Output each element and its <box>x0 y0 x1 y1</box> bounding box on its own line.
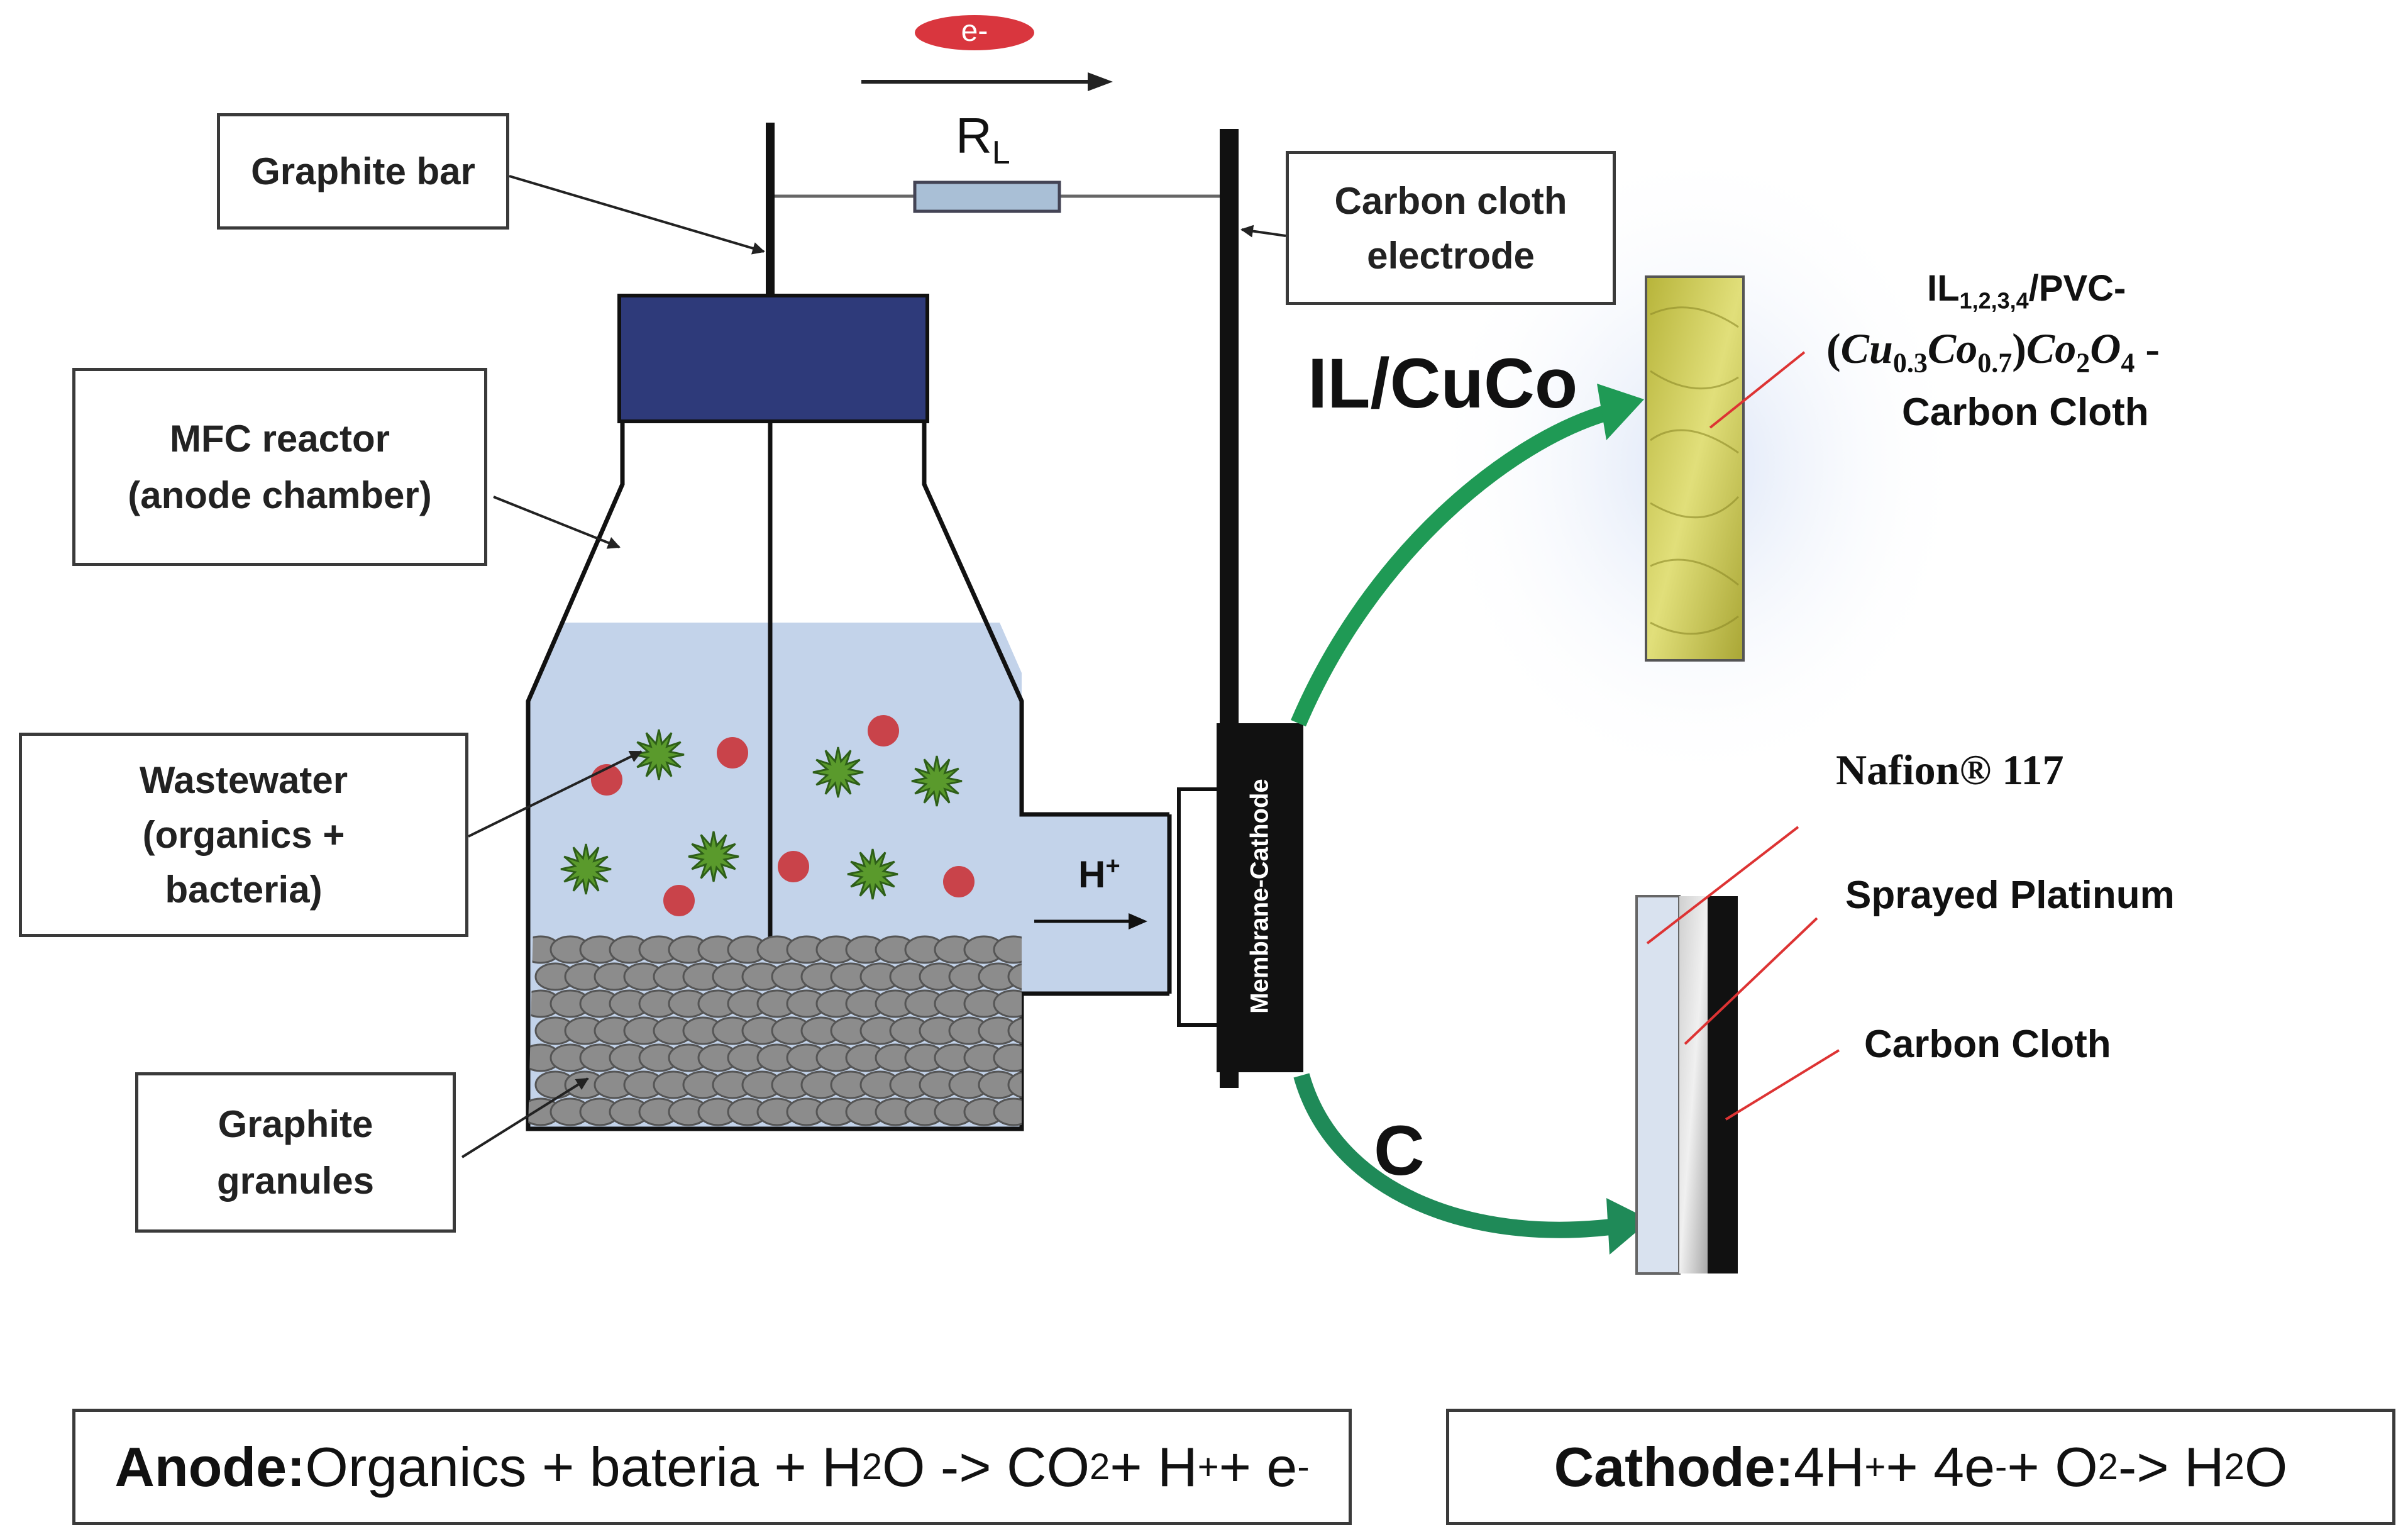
platinum-layer <box>1679 896 1708 1273</box>
organic-particle <box>717 737 748 768</box>
organic-particle <box>943 866 975 897</box>
arrow-to-c-cathode <box>1293 1073 1617 1238</box>
pointer-carbon-cloth <box>1725 1049 1840 1121</box>
membrane-cathode <box>1217 723 1303 1072</box>
mfc-reactor-label: MFC reactor (anode chamber) <box>72 368 487 566</box>
il-carbon-cloth <box>1645 275 1745 662</box>
leader-carbon-cloth <box>1240 225 1286 238</box>
bacterium <box>911 755 963 807</box>
arrow-to-il-cloth <box>1291 404 1612 727</box>
membrane-cathode-label: Membrane-Cathode <box>1245 779 1274 1014</box>
il-formula-line1: IL1,2,3,4/PVC- <box>1927 268 2126 314</box>
carbon-cloth-electrode-label: Carbon cloth electrode <box>1286 151 1616 305</box>
wastewater-label: Wastewater (organics + bacteria) <box>19 733 468 937</box>
electron-arrowhead <box>1088 72 1113 91</box>
nafion-label: Nafion® 117 <box>1836 746 2064 794</box>
organic-particle <box>778 851 809 882</box>
resistor <box>913 180 1061 213</box>
il-formula-line2: (Cu0.3Co0.7)Co2O4 - <box>1826 325 2160 379</box>
bacterium <box>688 831 739 882</box>
proton-arrowhead <box>1129 913 1147 929</box>
arrow-head-c <box>1606 1198 1650 1255</box>
bacterium <box>560 843 612 895</box>
carbon-cloth-layer <box>1708 896 1738 1273</box>
leader-wastewater <box>468 750 643 838</box>
leader-mfc-reactor <box>493 496 621 549</box>
leader-graphite-bar <box>509 175 765 255</box>
granule <box>993 1043 1022 1072</box>
proton-label: H+ <box>1078 852 1120 896</box>
bacterium <box>847 848 898 900</box>
granule <box>1007 1070 1022 1099</box>
il-formula-line3: Carbon Cloth <box>1902 391 2149 434</box>
granule <box>993 935 1022 964</box>
c-label: C <box>1374 1111 1425 1190</box>
pointer-platinum <box>1684 917 1818 1045</box>
granule <box>1007 1016 1022 1045</box>
arrow-head-il <box>1597 384 1644 440</box>
nafion-layer <box>1635 895 1681 1275</box>
organic-particle <box>663 885 695 916</box>
granule <box>1007 962 1022 991</box>
granule <box>993 1097 1022 1126</box>
electron-ellipse <box>915 15 1034 50</box>
graphite-granules <box>528 935 1022 1126</box>
resistor-label: RL <box>956 108 1010 171</box>
granule <box>993 989 1022 1018</box>
graphite-bar-label: Graphite bar <box>217 113 509 230</box>
carbon-cloth-label: Carbon Cloth <box>1864 1023 2111 1066</box>
reactor-cap <box>617 294 929 423</box>
pointer-nafion <box>1646 826 1799 945</box>
electron-label: e- <box>961 14 988 48</box>
leader-granules <box>461 1077 589 1158</box>
organic-particle <box>868 715 899 746</box>
graphite-granules-label: Graphite granules <box>135 1072 456 1233</box>
sprayed-platinum-label: Sprayed Platinum <box>1845 874 2175 917</box>
il-cuco-label: IL/CuCo <box>1308 344 1578 423</box>
pointer-il <box>1709 351 1806 429</box>
bacterium <box>812 746 864 798</box>
